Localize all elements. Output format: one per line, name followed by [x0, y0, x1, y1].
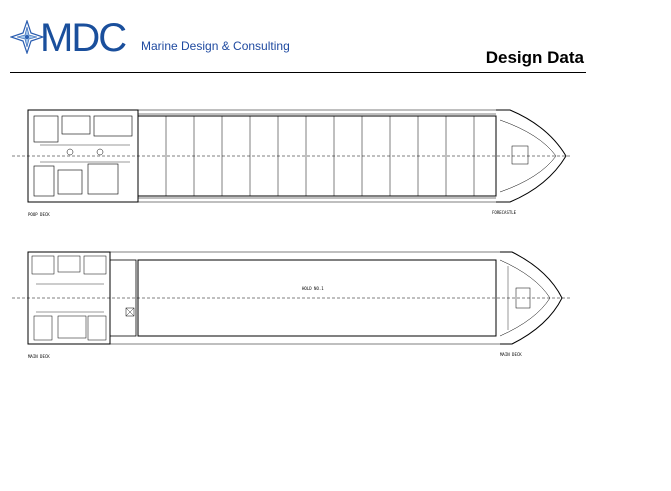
lower-right-label: MAIN DECK: [500, 352, 522, 357]
compass-rose-icon: [10, 20, 44, 54]
logo-tagline: Marine Design & Consulting: [141, 39, 290, 53]
upper-right-label: FORECASTLE: [492, 210, 517, 215]
company-logo: MDC Marine Design & Consulting: [10, 16, 310, 60]
header-divider: [10, 72, 586, 73]
main-deck-plan: [12, 251, 570, 345]
ship-general-arrangement-drawing: POOP DECK FORECASTLE HOLD NO.1 MAIN DECK…: [12, 109, 572, 359]
logo-letters: MDC: [40, 16, 127, 60]
page-title: Design Data: [485, 48, 584, 67]
hold-label: HOLD NO.1: [302, 286, 324, 291]
upper-deck-plan: [12, 109, 572, 203]
lower-left-label: MAIN DECK: [28, 354, 50, 359]
upper-left-label: POOP DECK: [28, 212, 50, 217]
